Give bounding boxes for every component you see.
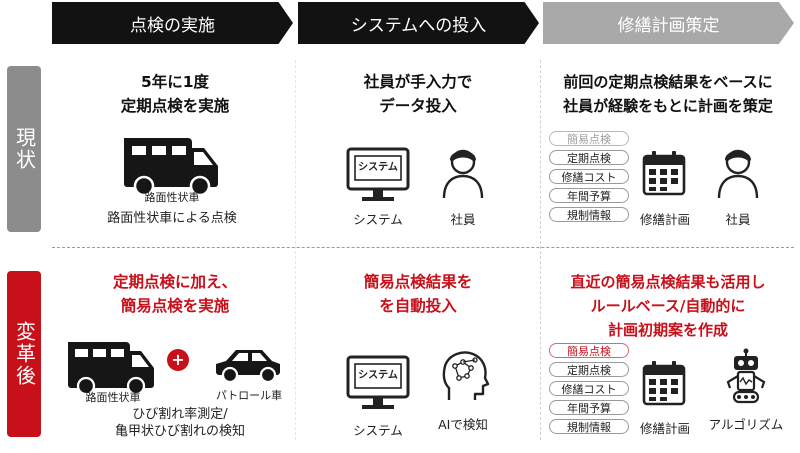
future-input-simple-inspection: 簡易点検	[549, 343, 629, 358]
future-system-title: 簡易点検結果を を自動投入	[300, 270, 536, 318]
current-planner-caption: 社員	[725, 212, 751, 227]
plus-sign: +	[171, 350, 185, 369]
future-plan-caption: 修繕計画	[639, 421, 690, 436]
current-input-simple-inspection: 簡易点検	[549, 131, 629, 146]
header-repair-planning-label: 修繕計画策定	[617, 15, 720, 36]
current-input-regulation-info: 規制情報	[549, 207, 629, 222]
future-planning-title-line1: 直近の簡易点検結果も活用し	[570, 273, 766, 291]
future-planning-title-line2: ルールベース/自動的に	[590, 297, 746, 315]
future-inspection-caption-line1: ひび割れ率測定/	[132, 407, 228, 422]
current-system-title: 社員が手入力で データ投入	[300, 70, 536, 118]
future-system-title-line2: を自動投入	[379, 297, 457, 315]
row-label-future: 変革後	[7, 271, 41, 437]
future-input-repair-cost: 修繕コスト	[549, 381, 629, 396]
current-planning-title-line2: 社員が経験をもとに計画を策定	[563, 97, 773, 115]
current-inspection-title-line1: 5年に1度	[140, 73, 210, 91]
header-repair-planning: 修繕計画策定	[543, 2, 794, 44]
future-car-label: パトロール車	[215, 389, 283, 402]
person-icon	[717, 149, 759, 199]
header-inspection: 点検の実施	[52, 2, 293, 44]
ai-head-icon	[442, 351, 490, 400]
current-input-periodic-inspection: 定期点検	[549, 150, 629, 165]
future-inspection-caption-line2: 亀甲状ひび割れの検知	[114, 424, 245, 439]
monitor-icon	[346, 147, 410, 201]
header-inspection-label: 点検の実施	[130, 15, 215, 36]
column-divider-2	[540, 60, 541, 440]
future-ai-caption: AIで検知	[438, 417, 488, 432]
row-label-current: 現状	[7, 66, 41, 232]
future-input-regulation-info: 規制情報	[549, 419, 629, 434]
future-system-caption: システム	[353, 423, 403, 438]
column-divider-1	[295, 60, 296, 440]
current-input-repair-cost: 修繕コスト	[549, 169, 629, 184]
monitor-icon	[346, 355, 410, 409]
future-planning-title-line3: 計画初期案を作成	[607, 321, 728, 339]
current-system-caption: システム	[353, 212, 403, 227]
future-robot-caption: アルゴリズム	[708, 417, 784, 432]
row-divider	[52, 247, 794, 248]
current-inspection-title-line2: 定期点検を実施	[120, 97, 230, 115]
current-vehicle-label: 路面性状車	[144, 191, 200, 204]
future-inspection-title-line2: 簡易点検を実施	[120, 297, 230, 315]
row-label-future-text: 変革後	[12, 321, 37, 387]
row-label-current-text: 現状	[12, 127, 37, 171]
header-system-input: システムへの投入	[298, 2, 539, 44]
current-planning-title: 前回の定期点検結果をベースに 社員が経験をもとに計画を策定	[543, 70, 793, 118]
future-planning-title: 直近の簡易点検結果も活用し ルールベース/自動的に 計画初期案を作成	[543, 270, 793, 342]
plus-circle-icon	[167, 349, 189, 371]
future-inspection-title: 定期点検に加え、 簡易点検を実施	[60, 270, 290, 318]
future-inspection-caption: ひび割れ率測定/ 亀甲状ひび割れの検知	[70, 406, 290, 440]
current-system-title-line1: 社員が手入力で	[363, 73, 473, 91]
camper-truck-icon	[68, 342, 154, 396]
current-plan-caption: 修繕計画	[639, 212, 690, 227]
future-input-annual-budget: 年間予算	[549, 400, 629, 415]
current-inspection-title: 5年に1度 定期点検を実施	[60, 70, 290, 118]
future-vehicle-label: 路面性状車	[85, 391, 141, 404]
current-system-title-line2: データ投入	[379, 97, 457, 115]
current-planning-title-line1: 前回の定期点検結果をベースに	[563, 73, 773, 91]
calendar-grid-icon	[642, 151, 686, 196]
robot-icon	[726, 348, 766, 404]
current-input-annual-budget: 年間予算	[549, 188, 629, 203]
current-person-caption: 社員	[450, 212, 476, 227]
camper-truck-icon	[124, 138, 218, 197]
current-inspection-caption: 路面性状車による点検	[107, 211, 237, 226]
calendar-grid-icon	[642, 361, 686, 406]
current-monitor-screen-text: システム	[358, 162, 398, 173]
future-system-title-line1: 簡易点検結果を	[363, 273, 473, 291]
future-input-periodic-inspection: 定期点検	[549, 362, 629, 377]
future-inspection-title-line1: 定期点検に加え、	[112, 273, 237, 291]
future-monitor-screen-text: システム	[358, 370, 398, 381]
header-system-input-label: システムへの投入	[350, 15, 487, 36]
car-icon	[216, 350, 280, 384]
person-icon	[442, 149, 484, 199]
